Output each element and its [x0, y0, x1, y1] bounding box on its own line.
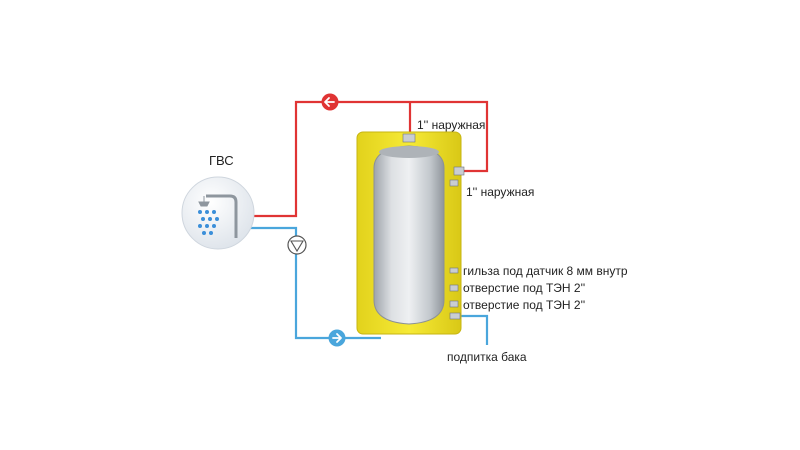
- storage-tank: [373, 145, 445, 325]
- sensor-sleeve-label: гильза под датчик 8 мм внутр: [463, 264, 628, 278]
- heater-port-2-label: отверстие под ТЭН 2'': [463, 298, 586, 312]
- upper-outlet-label: 1'' наружная: [466, 185, 535, 199]
- port-outlet: [453, 166, 465, 176]
- port-sensor: [449, 267, 459, 274]
- tank-feed-label: подпитка бака: [447, 350, 527, 364]
- port-upper: [449, 179, 459, 187]
- port-heater-2: [449, 300, 459, 308]
- shower-icon: [181, 176, 255, 250]
- pump-icon: [287, 235, 307, 255]
- port-feed: [449, 312, 461, 320]
- arrow-right-icon: [328, 329, 346, 347]
- top-outlet-label: 1'' наружная: [417, 118, 486, 132]
- heater-port-1-label: отверстие под ТЭН 2'': [463, 281, 586, 295]
- arrow-left-icon: [321, 93, 339, 111]
- port-top: [402, 133, 416, 143]
- gvs-label: ГВС: [209, 153, 234, 168]
- port-heater-1: [449, 284, 459, 292]
- tank-ports: [402, 133, 465, 320]
